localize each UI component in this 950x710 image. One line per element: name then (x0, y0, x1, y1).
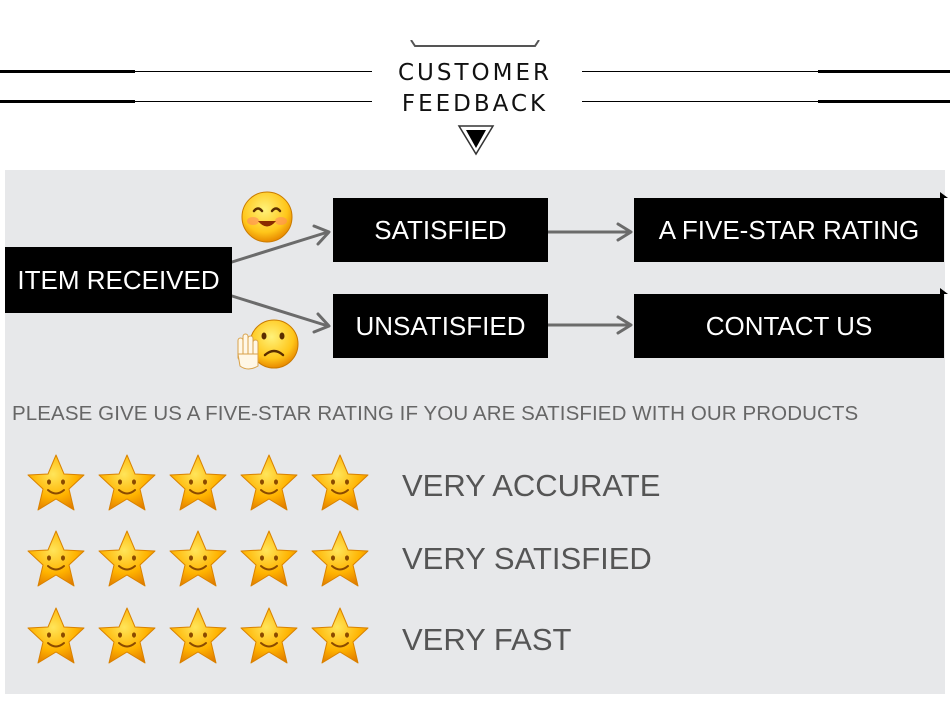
star-icon (26, 453, 86, 513)
star-icon (168, 606, 228, 666)
five-star-rating-label: A FIVE-STAR RATING (658, 214, 920, 245)
title-line-2: FEEDBACK (401, 91, 549, 117)
header-right-thin-line-bottom (582, 101, 818, 102)
title-top-bracket (410, 40, 540, 47)
contact-us-box[interactable]: CONTACT US (634, 288, 948, 358)
header-left-thick-line-top (0, 70, 135, 73)
star-icon (97, 606, 157, 666)
page-title: CUSTOMER FEEDBACK (375, 58, 575, 120)
item-received-box: ITEM RECEIVED (5, 247, 232, 313)
star-icon (26, 606, 86, 666)
rating-label-satisfied: VERY SATISFIED (402, 541, 652, 576)
unsatisfied-label: UNSATISFIED (355, 310, 526, 341)
header-right-thick-line-top (818, 70, 950, 73)
star-icon (239, 529, 299, 589)
satisfied-box: SATISFIED (333, 198, 548, 262)
rating-request-notice: PLEASE GIVE US A FIVE-STAR RATING IF YOU… (12, 402, 859, 425)
satisfied-label: SATISFIED (374, 214, 507, 245)
star-icon (26, 529, 86, 589)
header-right-thin-line-top (582, 71, 818, 72)
contact-us-label: CONTACT US (705, 310, 873, 341)
header-left-thin-line-top (135, 71, 372, 72)
unsatisfied-box: UNSATISFIED (333, 294, 548, 358)
star-icon (168, 453, 228, 513)
sad-face-stop-hand-icon (237, 319, 299, 370)
smiling-face-icon (241, 191, 293, 243)
header-left-thin-line-bottom (135, 101, 372, 102)
star-icon (239, 606, 299, 666)
rating-row-accurate (26, 453, 386, 515)
star-icon (97, 453, 157, 513)
star-icon (97, 529, 157, 589)
star-icon (310, 606, 370, 666)
star-icon (168, 529, 228, 589)
header-left-thick-line-bottom (0, 100, 135, 103)
rating-row-fast (26, 606, 386, 668)
five-star-rating-box: A FIVE-STAR RATING (634, 192, 948, 262)
star-icon (310, 529, 370, 589)
rating-row-satisfied (26, 529, 386, 591)
title-line-1: CUSTOMER (397, 60, 552, 86)
rating-label-accurate: VERY ACCURATE (402, 468, 661, 503)
star-icon (239, 453, 299, 513)
item-received-label: ITEM RECEIVED (17, 264, 220, 295)
rating-label-fast: VERY FAST (402, 622, 572, 657)
star-icon (310, 453, 370, 513)
header-right-thick-line-bottom (818, 100, 950, 103)
down-triangle-icon (457, 125, 495, 156)
